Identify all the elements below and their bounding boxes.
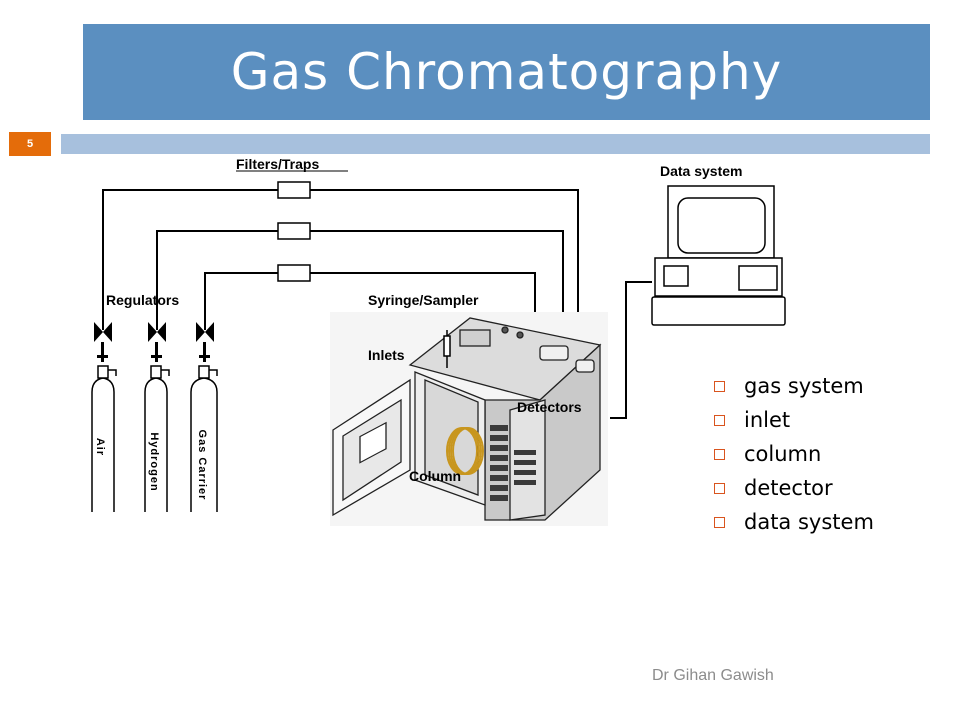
filter-3	[277, 264, 311, 282]
slide-title: Gas Chromatography	[230, 43, 783, 101]
component-list: gas system inlet column detector data sy…	[712, 374, 912, 544]
bullet-text: gas system	[744, 374, 864, 398]
label-column: Column	[409, 468, 461, 484]
bullet-item: data system	[712, 510, 912, 535]
gas-cylinders	[91, 365, 218, 512]
data-cable	[610, 281, 652, 419]
filter-2	[277, 222, 311, 240]
regulators	[94, 322, 214, 362]
label-regulators: Regulators	[106, 292, 179, 308]
cylinder-air	[91, 365, 117, 512]
regulator-valve-hydrogen	[148, 322, 166, 362]
computer	[651, 185, 786, 326]
bullet-item: detector	[712, 476, 912, 501]
label-syringe-sampler: Syringe/Sampler	[368, 292, 479, 308]
cylinder-hydrogen	[144, 365, 170, 512]
column-coil	[446, 427, 484, 475]
bullet-item: column	[712, 442, 912, 467]
syringe	[443, 330, 451, 368]
header-band	[61, 134, 930, 154]
bullet-box-icon	[714, 449, 725, 460]
gc-instrument	[330, 312, 608, 526]
cylinder-label-carrier: Gas Carrier	[196, 430, 208, 501]
gas-lines	[102, 189, 652, 419]
bullet-text: inlet	[744, 408, 791, 432]
regulator-valve-carrier	[196, 322, 214, 362]
keyboard	[651, 296, 786, 326]
label-data-system: Data system	[660, 163, 743, 179]
regulator-valve-air	[94, 322, 112, 362]
bullet-text: column	[744, 442, 822, 466]
footer-author: Dr Gihan Gawish	[652, 667, 774, 684]
bullet-text: detector	[744, 476, 833, 500]
keypad	[490, 425, 536, 501]
label-detectors: Detectors	[517, 399, 582, 415]
bullet-item: gas system	[712, 374, 912, 399]
label-inlets: Inlets	[368, 347, 405, 363]
gas-line-carrier	[204, 272, 536, 338]
bullet-box-icon	[714, 517, 725, 528]
cylinder-label-air: Air	[94, 438, 106, 456]
bullet-text: data system	[744, 510, 874, 534]
bullet-box-icon	[714, 381, 725, 392]
filter-1	[277, 181, 311, 199]
slide-number: 5	[26, 138, 34, 150]
bullet-item: inlet	[712, 408, 912, 433]
bullet-box-icon	[714, 415, 725, 426]
filters-traps	[277, 181, 311, 282]
label-filters-traps: Filters/Traps	[236, 156, 319, 172]
gas-line-hydrogen	[156, 230, 564, 362]
title-bar: Gas Chromatography	[83, 24, 930, 120]
cylinder-carrier	[190, 365, 218, 512]
gas-line-air	[102, 189, 579, 378]
slide-number-badge: 5	[9, 132, 51, 156]
bullet-box-icon	[714, 483, 725, 494]
cylinder-label-hydrogen: Hydrogen	[148, 432, 160, 491]
monitor-screen	[677, 197, 766, 254]
